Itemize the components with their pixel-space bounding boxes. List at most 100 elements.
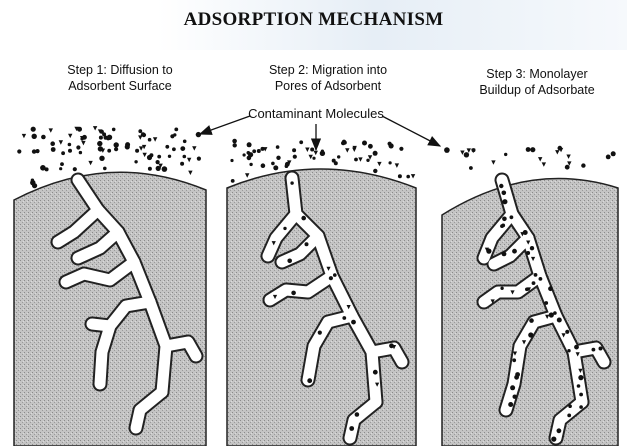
adsorbed-molecule — [513, 395, 517, 399]
adsorbent-block-2 — [227, 169, 416, 446]
molecule-dot — [156, 166, 161, 171]
molecule-dot — [170, 134, 174, 138]
molecule-dot — [51, 147, 56, 152]
molecule-dot — [99, 156, 104, 161]
molecule-dot — [558, 146, 563, 151]
molecule-dot — [388, 142, 392, 146]
molecule-dot — [183, 155, 187, 159]
molecule-dot — [366, 159, 369, 162]
adsorbed-molecule — [510, 385, 515, 390]
molecule-triangle — [138, 135, 142, 139]
adsorbed-molecule — [342, 316, 346, 320]
molecule-dot — [261, 163, 266, 168]
molecule-triangle — [139, 146, 143, 150]
molecule-dot — [247, 142, 252, 147]
molecule-dot — [389, 161, 392, 164]
adsorbed-molecule — [599, 347, 603, 351]
molecule-dot — [180, 162, 184, 166]
molecule-triangle — [88, 161, 92, 165]
molecule-dot — [172, 147, 176, 151]
molecule-dot — [252, 149, 256, 153]
panel-1 — [14, 126, 206, 446]
adsorbed-molecule — [351, 320, 356, 325]
molecule-dot — [321, 150, 324, 153]
molecule-dot — [165, 145, 169, 149]
molecule-triangle — [59, 140, 63, 144]
molecule-dot — [168, 155, 171, 158]
molecule-dot — [368, 144, 373, 149]
callout-label: Contaminant Molecules — [248, 106, 384, 121]
molecule-dot — [138, 129, 142, 133]
adsorbed-molecule — [577, 384, 581, 388]
adsorbed-molecule — [287, 259, 292, 264]
molecule-dot — [247, 156, 252, 161]
adsorbed-molecule — [318, 331, 322, 335]
adsorbed-molecule — [502, 252, 507, 257]
molecule-dot — [157, 155, 161, 159]
adsorbed-molecule — [508, 402, 513, 407]
molecule-triangle — [22, 134, 26, 138]
adsorbed-molecule — [548, 286, 553, 291]
molecule-dot — [156, 160, 160, 164]
adsorbed-molecule — [553, 311, 557, 315]
adsorbed-molecule — [500, 224, 504, 228]
molecule-dot — [504, 153, 507, 156]
adsorbed-molecule — [568, 404, 572, 408]
molecule-triangle — [491, 160, 495, 164]
molecule-dot — [114, 147, 118, 151]
adsorbed-molecule — [514, 375, 519, 380]
molecule-triangle — [192, 146, 196, 150]
molecule-dot — [142, 133, 146, 137]
adsorbed-molecule — [355, 412, 360, 417]
molecule-triangle — [411, 174, 415, 178]
molecule-dot — [114, 142, 119, 147]
molecule-dot — [526, 147, 531, 152]
molecule-dot — [293, 155, 297, 159]
adsorbed-molecule — [557, 318, 562, 323]
molecule-triangle — [566, 155, 570, 159]
molecule-dot — [76, 145, 80, 149]
adsorbed-molecule — [333, 273, 337, 277]
adsorbed-molecule — [307, 378, 312, 383]
molecule-dot — [135, 149, 139, 153]
adsorbed-molecule — [534, 273, 538, 277]
molecule-dot — [134, 160, 137, 163]
molecule-dot — [292, 148, 296, 152]
molecule-dot — [31, 127, 36, 132]
molecule-dot — [231, 179, 235, 183]
molecule-dot — [399, 147, 403, 151]
molecule-dot — [464, 152, 469, 157]
adsorbed-molecule — [567, 414, 571, 418]
adsorbed-molecule — [532, 281, 536, 285]
adsorbed-molecule — [502, 199, 507, 204]
adsorbed-molecule — [544, 301, 548, 305]
molecule-dot — [107, 135, 112, 140]
molecule-dot — [310, 148, 314, 152]
molecule-triangle — [395, 163, 399, 167]
adsorbed-molecule — [283, 227, 286, 230]
molecule-dot — [102, 132, 106, 136]
molecule-dot — [99, 136, 103, 140]
molecule-dot — [373, 151, 378, 156]
molecule-dot — [611, 151, 616, 156]
adsorbed-molecule — [528, 332, 533, 337]
molecule-triangle — [538, 157, 542, 161]
molecule-dot — [249, 163, 252, 166]
adsorbed-molecule — [502, 217, 507, 222]
molecule-dot — [180, 146, 185, 151]
molecule-dot — [243, 153, 246, 156]
molecule-dot — [79, 151, 82, 154]
molecule-dot — [162, 166, 168, 172]
molecule-triangle — [49, 128, 53, 132]
adsorbed-molecule — [502, 191, 507, 196]
molecule-triangle — [555, 150, 559, 154]
adsorbed-molecule — [551, 437, 556, 442]
molecule-dot — [444, 147, 450, 153]
molecule-dot — [606, 155, 611, 160]
adsorbed-molecule — [530, 246, 534, 250]
molecule-dot — [183, 140, 187, 144]
molecule-dot — [60, 162, 64, 166]
adsorbed-molecule — [557, 428, 562, 433]
molecule-dot — [68, 143, 72, 147]
molecule-triangle — [153, 137, 157, 141]
